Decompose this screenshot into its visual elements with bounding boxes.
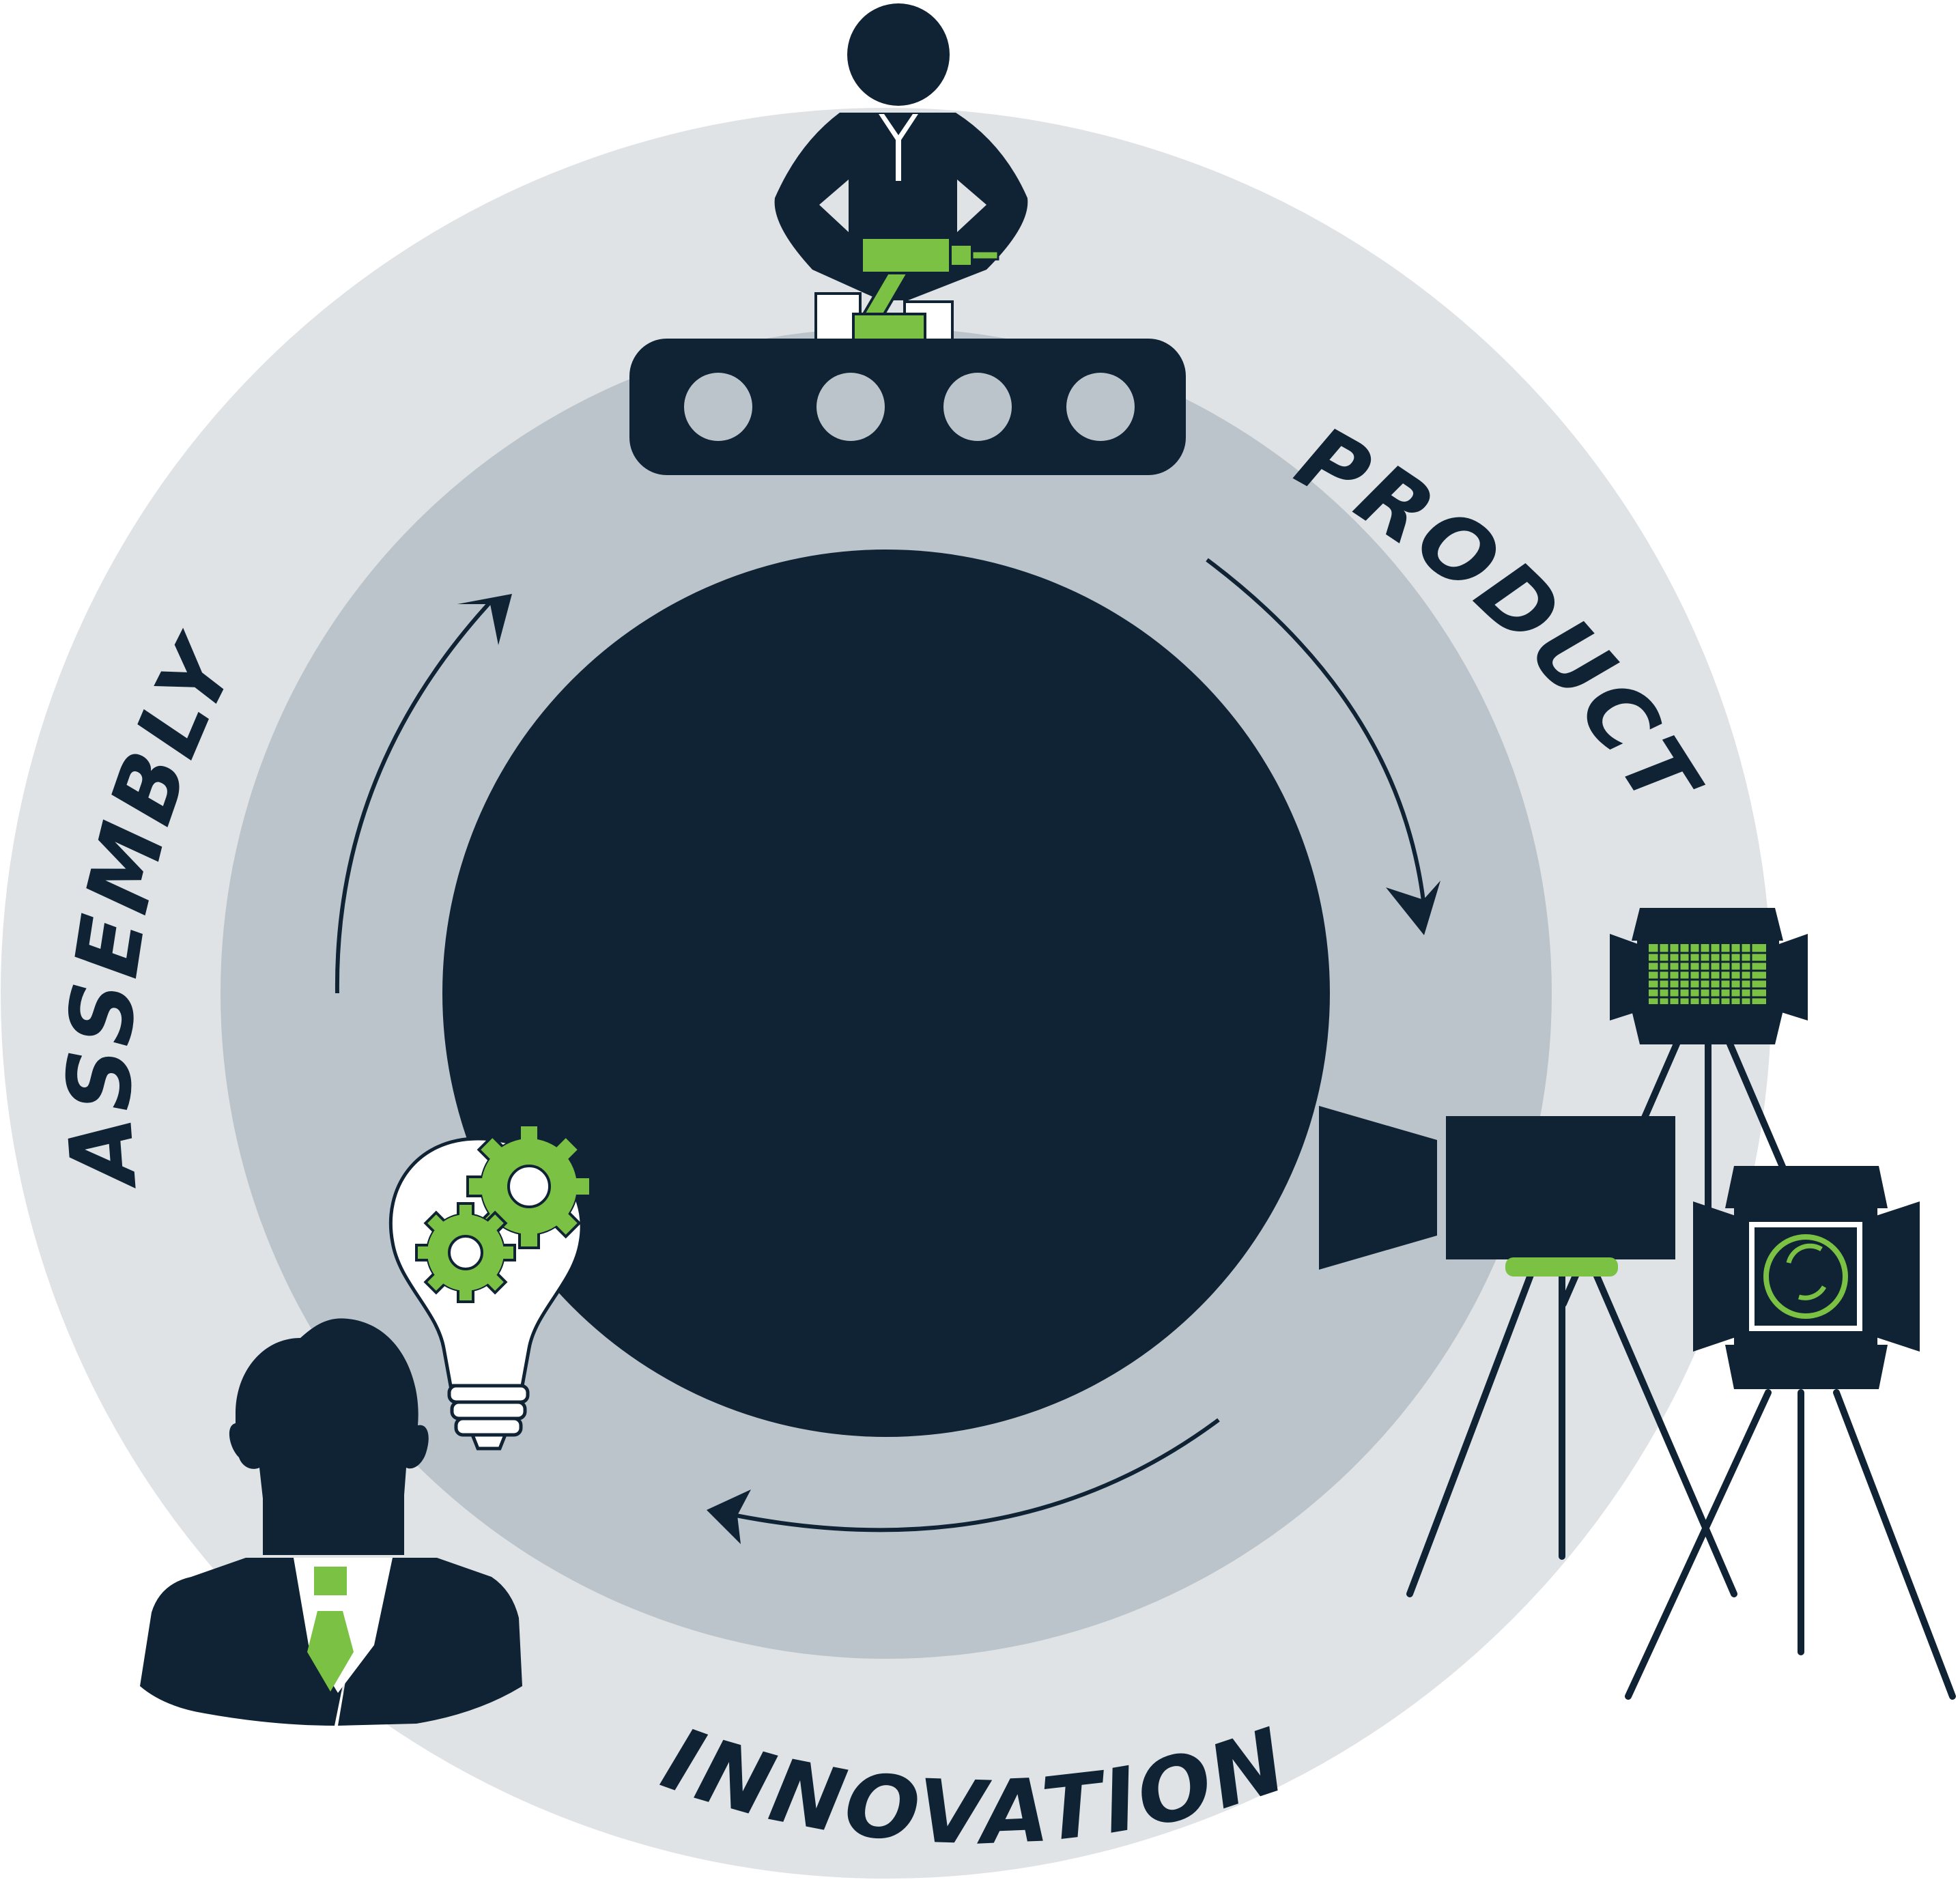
center-disc xyxy=(442,550,1330,1437)
arrow-left xyxy=(335,599,494,994)
arrowhead-right xyxy=(1386,881,1440,935)
light-tripod-front xyxy=(1625,1389,1956,1700)
drill-body xyxy=(860,236,952,274)
businessman-shoulders-right xyxy=(338,1558,522,1726)
tie-knot xyxy=(314,1567,347,1595)
arrowhead-left xyxy=(457,594,512,645)
businessman-head xyxy=(229,1318,429,1544)
bulb-base xyxy=(447,1384,530,1451)
fresnel-lens-inner xyxy=(1755,1227,1857,1326)
led-panel-light xyxy=(1610,908,1808,1044)
conveyor-roller xyxy=(943,373,1012,441)
led-light-top-mount xyxy=(1632,908,1783,941)
tie xyxy=(307,1611,354,1692)
fresnel-lens-highlight xyxy=(1786,1243,1827,1300)
camera-body xyxy=(1446,1116,1675,1259)
worker-collar xyxy=(879,114,918,181)
camera-mount-plate xyxy=(1505,1257,1618,1277)
camera-lens-hood xyxy=(1319,1106,1437,1270)
worker-at-conveyor-icon xyxy=(629,3,1186,475)
fresnel-lens-ring xyxy=(1763,1234,1848,1319)
cycle-arrows xyxy=(335,558,1425,1532)
gear-small-icon xyxy=(415,1202,516,1303)
camera-tripod xyxy=(1406,1266,1737,1597)
conveyor-roller xyxy=(1066,373,1135,441)
led-barn-door-right xyxy=(1775,934,1808,1021)
led-grid xyxy=(1649,944,1766,1004)
fresnel-bottom-mount xyxy=(1725,1345,1888,1389)
led-barn-door-left xyxy=(1610,934,1642,1021)
arrow-bottom xyxy=(735,1418,1220,1532)
worker-arm-gap-right xyxy=(957,180,986,232)
businessman-with-idea-bulb-icon xyxy=(140,1124,592,1726)
drill-chuck xyxy=(949,243,974,268)
drill-base xyxy=(852,313,926,341)
conveyor-belt xyxy=(629,339,1186,475)
drill-bit xyxy=(971,250,999,261)
arrowheads xyxy=(457,594,1440,1544)
led-light-bottom-mount xyxy=(1632,1010,1783,1044)
fresnel-barn-door-left xyxy=(1693,1201,1737,1352)
film-camera-with-lights-icon xyxy=(1319,908,1956,1700)
businessman-neck xyxy=(263,1495,404,1555)
fresnel-light xyxy=(1693,1166,1920,1389)
conveyor-roller xyxy=(684,373,752,441)
fresnel-top-mount xyxy=(1725,1166,1888,1208)
conveyor-roller xyxy=(816,373,885,441)
arrow-right xyxy=(1206,558,1425,902)
fresnel-barn-door-right xyxy=(1874,1201,1920,1352)
worker-arm-gap-left xyxy=(819,180,849,232)
worker-head xyxy=(847,3,950,106)
arrowhead-bottom xyxy=(707,1489,751,1544)
